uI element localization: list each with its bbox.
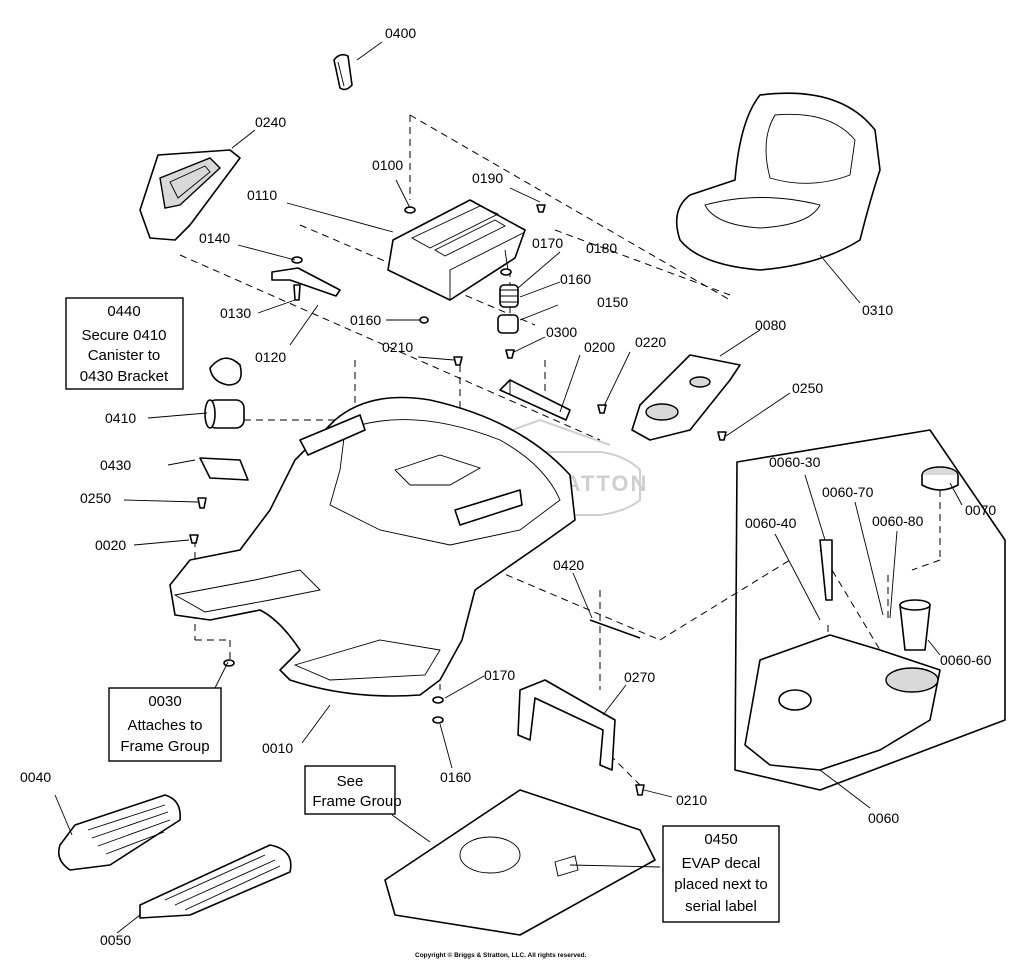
leader-lines (54, 41, 963, 934)
svg-text:0450: 0450 (704, 831, 737, 848)
part-footpad-0050 (139, 844, 292, 919)
frame-group-outline (384, 789, 656, 936)
label-0180: 0180 (586, 240, 617, 256)
label-0420: 0420 (553, 557, 584, 573)
label-0210-bottom: 0210 (676, 792, 707, 808)
part-fueltank-0060 (744, 634, 941, 771)
part-canister-0410 (204, 399, 245, 429)
note-frame-group: See Frame Group (304, 765, 402, 815)
part-bracket-0270 (517, 679, 616, 771)
part-fillerneck-0060-60 (899, 599, 931, 651)
label-0250-right: 0250 (792, 380, 823, 396)
svg-text:Frame Group: Frame Group (120, 738, 209, 755)
label-0170-bottom: 0170 (484, 667, 515, 683)
note-0440: 0440 Secure 0410 Canister to 0430 Bracke… (65, 297, 184, 390)
part-valve-0060-30 (819, 539, 833, 601)
label-0210-top: 0210 (382, 339, 413, 355)
part-footpad-0040 (57, 794, 182, 871)
part-bracket-0120 (271, 267, 341, 297)
part-cupholder-0080 (631, 354, 741, 441)
svg-text:EVAP decal: EVAP decal (682, 855, 761, 872)
part-seat-0310 (675, 92, 881, 271)
svg-text:See: See (337, 773, 364, 790)
label-0020: 0020 (95, 537, 126, 553)
label-0110: 0110 (247, 187, 277, 203)
svg-text:0030: 0030 (148, 693, 181, 710)
label-0250-left: 0250 (80, 490, 111, 506)
label-0120: 0120 (255, 349, 286, 365)
part-clip-0400 (333, 53, 353, 91)
svg-text:Secure 0410: Secure 0410 (81, 327, 166, 344)
part-bracket-0200 (499, 379, 571, 421)
part-cap-0070 (921, 466, 959, 491)
part-seatplate-0110 (387, 199, 526, 301)
part-rod-0420 (589, 619, 641, 639)
label-0060-30: 0060-30 (769, 454, 821, 470)
note-0450: 0450 EVAP decal placed next to serial la… (662, 825, 780, 923)
svg-text:Frame Group: Frame Group (312, 793, 401, 810)
label-0160-top: 0160 (560, 271, 591, 287)
label-0060-80: 0060-80 (872, 513, 924, 529)
label-0060-60: 0060-60 (940, 652, 992, 668)
label-0190: 0190 (472, 170, 503, 186)
label-0400: 0400 (385, 25, 416, 41)
label-0310: 0310 (862, 302, 893, 318)
label-0050: 0050 (100, 932, 131, 948)
label-0060: 0060 (868, 810, 899, 826)
label-0060-40: 0060-40 (745, 515, 797, 531)
label-0410: 0410 (105, 410, 136, 426)
label-0150: 0150 (597, 294, 628, 310)
label-0170-top: 0170 (532, 235, 563, 251)
copyright-text: Copyright © Briggs & Stratton, LLC. All … (415, 951, 587, 959)
label-0300: 0300 (546, 324, 577, 340)
svg-text:serial label: serial label (685, 898, 757, 915)
part-labels: 0400 0240 0100 0190 0110 0140 0170 0180 … (20, 25, 996, 948)
label-0060-70: 0060-70 (822, 484, 874, 500)
label-0200: 0200 (584, 339, 615, 355)
label-0140: 0140 (199, 230, 230, 246)
part-spring-0180 (499, 284, 519, 308)
label-0270: 0270 (624, 669, 655, 685)
label-0070: 0070 (965, 502, 996, 518)
label-0130: 0130 (220, 305, 251, 321)
label-0160-mid: 0160 (350, 312, 381, 328)
svg-text:0430 Bracket: 0430 Bracket (80, 368, 169, 385)
fuel-tank-group-frame (734, 429, 1006, 791)
label-0010: 0010 (262, 740, 293, 756)
note-0030: 0030 Attaches to Frame Group (108, 687, 222, 762)
part-strap-0440 (209, 357, 242, 386)
label-0100: 0100 (372, 157, 403, 173)
label-0430: 0430 (100, 457, 131, 473)
svg-text:Attaches to: Attaches to (127, 717, 202, 734)
label-0040: 0040 (20, 769, 51, 785)
label-0080: 0080 (755, 317, 786, 333)
part-bumper-0150 (497, 314, 519, 334)
part-cupholder-0240 (139, 149, 241, 241)
label-0240: 0240 (255, 114, 286, 130)
label-0160-bottom: 0160 (440, 769, 471, 785)
part-body-0010 (169, 396, 576, 697)
part-bracket-0430 (199, 457, 249, 481)
svg-text:Canister to: Canister to (88, 347, 161, 364)
label-0220: 0220 (635, 334, 666, 350)
svg-text:0440: 0440 (107, 303, 140, 320)
svg-text:placed next to: placed next to (674, 876, 767, 893)
